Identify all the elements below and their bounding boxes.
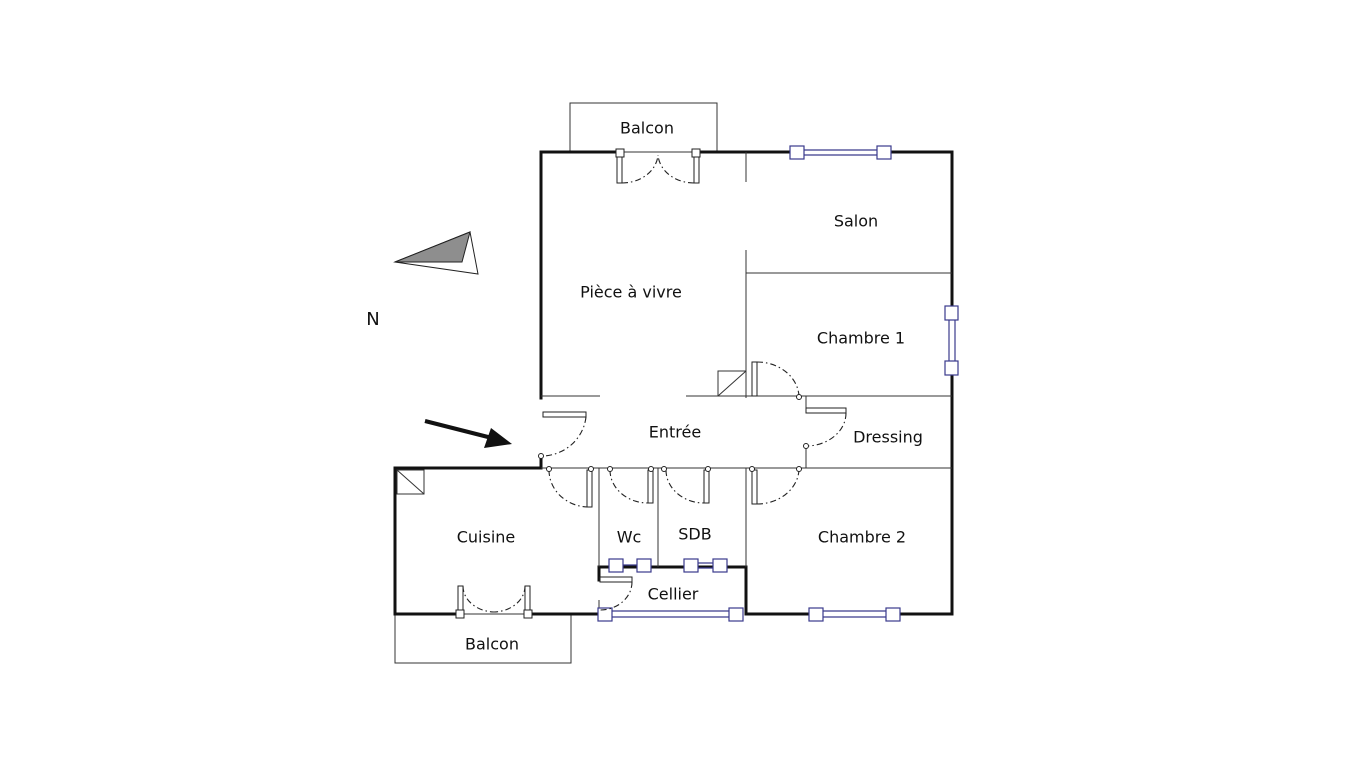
north-label: N xyxy=(366,309,379,330)
room-label-balcon-bottom: Balcon xyxy=(465,635,519,654)
outer-walls xyxy=(393,150,954,616)
interior-walls xyxy=(541,152,952,614)
window-chambre1-right xyxy=(944,305,959,376)
duct-shaft-icon xyxy=(396,469,425,495)
window-chambre2-bottom xyxy=(808,607,901,622)
room-label-sdb: SDB xyxy=(678,525,711,544)
balcony-bottom xyxy=(394,613,572,664)
window-sdb xyxy=(683,558,728,573)
room-label-cellier: Cellier xyxy=(648,585,699,604)
room-label-piece-a-vivre: Pièce à vivre xyxy=(580,283,682,302)
room-label-chambre1: Chambre 1 xyxy=(817,329,905,348)
door-wc xyxy=(607,466,654,504)
door-cellier xyxy=(599,576,633,611)
duct-shaft-icon xyxy=(717,370,747,397)
door-chambre1 xyxy=(751,361,802,400)
balcony-top xyxy=(569,102,718,153)
door-balcony-bottom xyxy=(455,585,533,619)
room-label-chambre2: Chambre 2 xyxy=(818,528,906,547)
door-kitchen xyxy=(546,466,594,508)
room-label-salon: Salon xyxy=(834,212,878,231)
door-balcony-top xyxy=(615,148,701,184)
room-label-entree: Entrée xyxy=(649,423,701,442)
door-sdb xyxy=(661,466,711,504)
room-label-cuisine: Cuisine xyxy=(457,528,516,547)
entrance-arrow-icon xyxy=(424,419,512,448)
door-dressing xyxy=(803,407,847,449)
room-label-balcon-top: Balcon xyxy=(620,119,674,138)
window-salon-top xyxy=(789,145,892,160)
room-label-wc: Wc xyxy=(617,528,642,547)
window-wc xyxy=(608,558,652,573)
room-label-dressing: Dressing xyxy=(853,428,923,447)
door-chambre2 xyxy=(749,466,802,505)
north-arrow-icon xyxy=(393,231,479,275)
door-entrance xyxy=(538,411,587,459)
window-cellier-bottom xyxy=(597,607,744,622)
